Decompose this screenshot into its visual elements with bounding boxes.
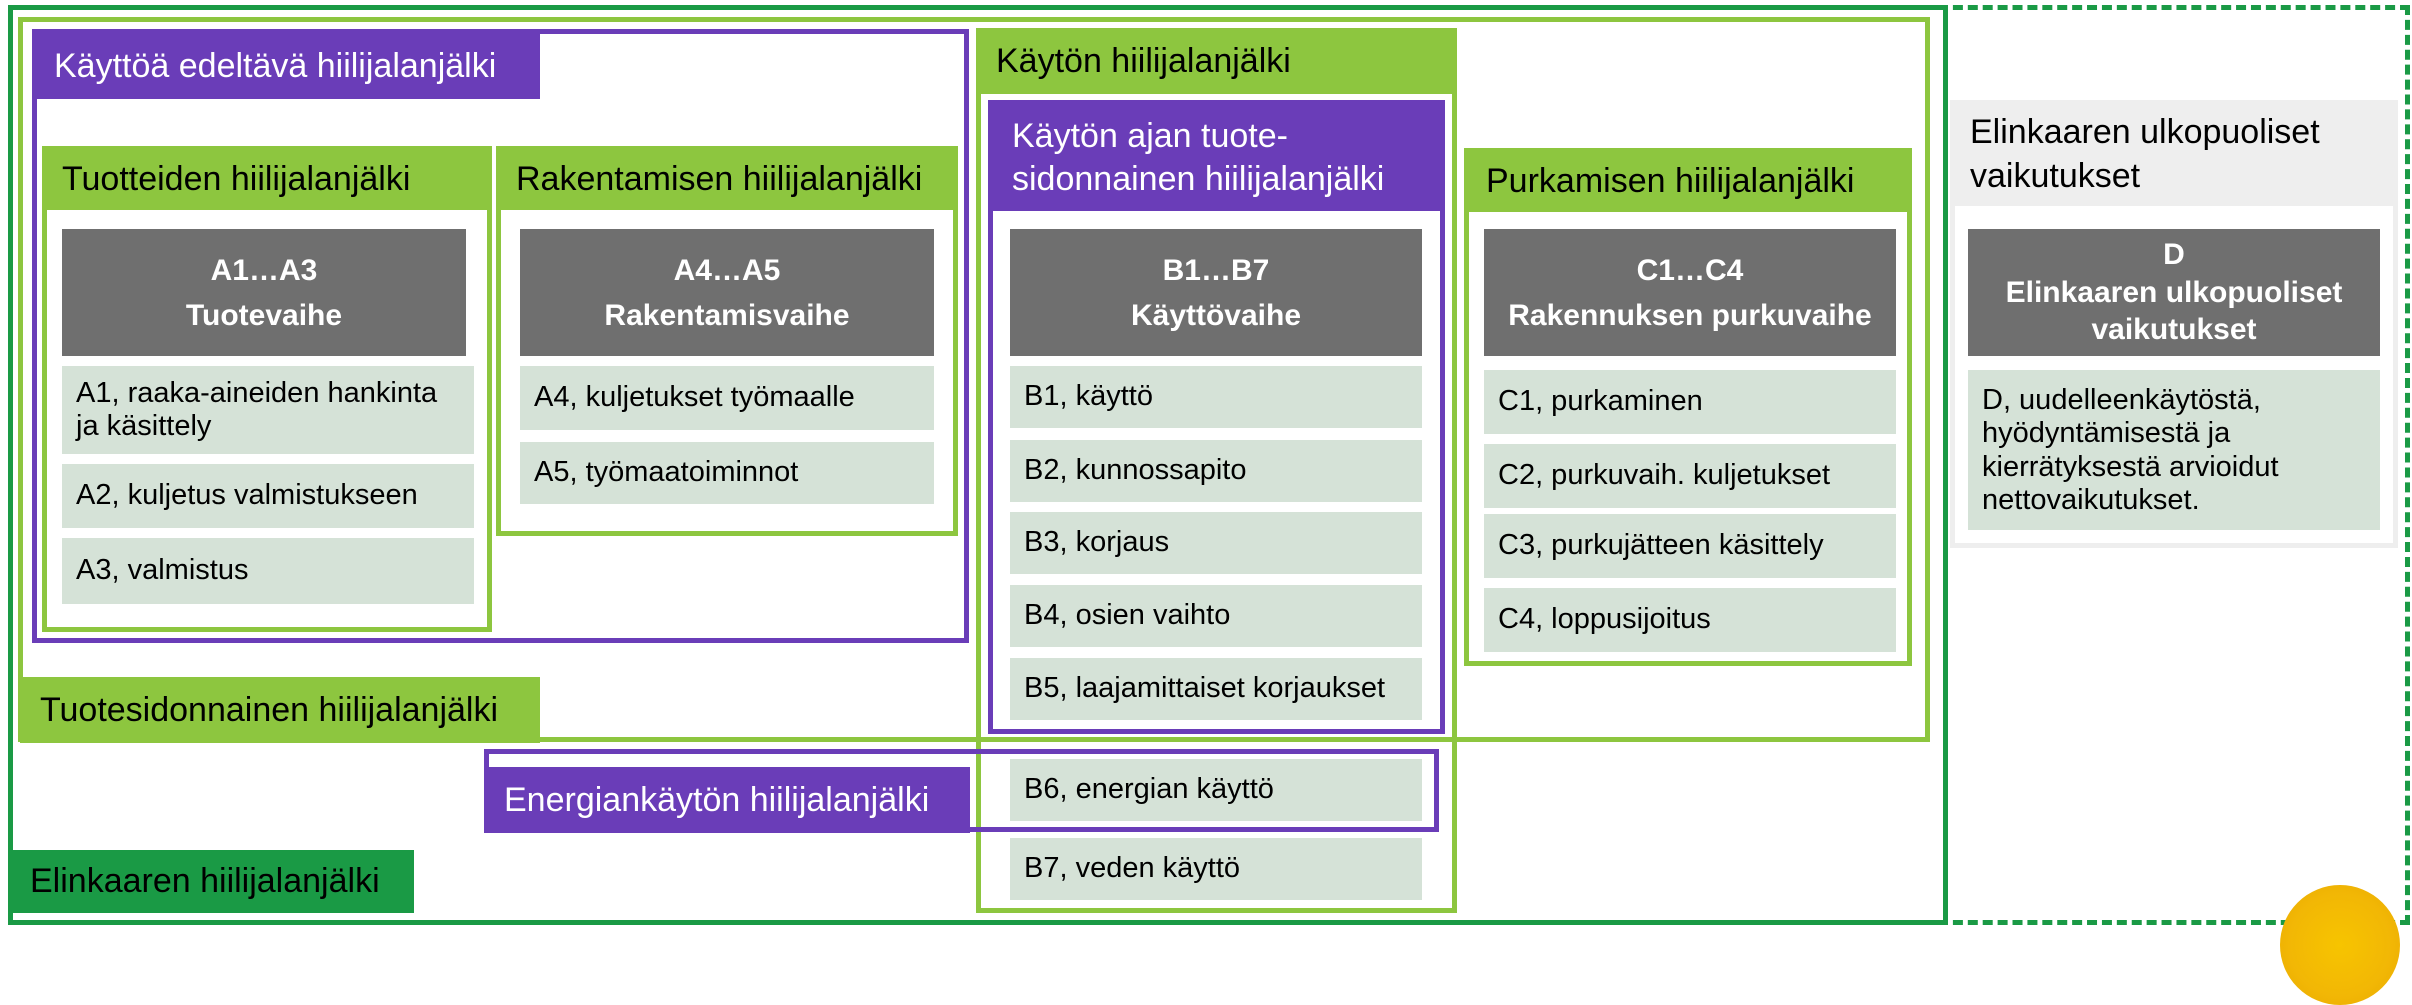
lifecycle-label: Elinkaaren hiilijalanjälki bbox=[10, 850, 414, 913]
item-a2: A2, kuljetus valmistukseen bbox=[62, 464, 474, 528]
stage-header-b1-b7: B1…B7 Käyttövaihe bbox=[1010, 229, 1422, 356]
stage-header-a1-a3: A1…A3 Tuotevaihe bbox=[62, 229, 466, 356]
use-product-frame bbox=[988, 100, 1445, 734]
stage-code: A4…A5 bbox=[673, 253, 781, 287]
product-bound-label: Tuotesidonnainen hiilijalanjälki bbox=[20, 677, 540, 743]
item-a3: A3, valmistus bbox=[62, 538, 474, 604]
item-c4: C4, loppusijoitus bbox=[1484, 588, 1896, 652]
pre-use-label: Käyttöä edeltävä hiilijalanjälki bbox=[34, 33, 540, 99]
construction-label: Rakentamisen hiilijalanjälki bbox=[496, 148, 958, 210]
item-b1: B1, käyttö bbox=[1010, 366, 1422, 428]
item-b2: B2, kunnossapito bbox=[1010, 440, 1422, 502]
use-label: Käytön hiilijalanjälki bbox=[976, 28, 1457, 94]
item-a1: A1, raaka-aineiden hankinta ja käsittely bbox=[62, 366, 474, 454]
item-b6: B6, energian käyttö bbox=[1010, 759, 1422, 821]
stage-name: Käyttövaihe bbox=[1130, 298, 1302, 332]
stage-code: C1…C4 bbox=[1636, 253, 1744, 287]
item-b3: B3, korjaus bbox=[1010, 512, 1422, 574]
beyond-label-text: Elinkaaren ulkopuoliset vaikutukset bbox=[1970, 112, 2320, 195]
item-d: D, uudelleenkäytöstä, hyödyntämisestä ja… bbox=[1968, 370, 2380, 530]
stage-code: A1…A3 bbox=[210, 253, 318, 287]
energy-label: Energiankäytön hiilijalanjälki bbox=[484, 767, 970, 833]
stage-name: Rakentamisvaihe bbox=[604, 298, 850, 332]
use-product-label: Käytön ajan tuote-sidonnainen hiilijalan… bbox=[992, 104, 1442, 211]
stage-name: Elinkaaren ulkopuoliset vaikutukset bbox=[2005, 275, 2343, 347]
stage-name: Rakennuksen purkuvaihe bbox=[1508, 298, 1872, 332]
stage-name: Tuotevaihe bbox=[185, 298, 343, 332]
stage-code: B1…B7 bbox=[1162, 253, 1270, 287]
use-product-label-text: Käytön ajan tuote-sidonnainen hiilijalan… bbox=[1012, 117, 1385, 198]
item-c3: C3, purkujätteen käsittely bbox=[1484, 514, 1896, 578]
beyond-label: Elinkaaren ulkopuoliset vaikutukset bbox=[1950, 102, 2398, 206]
item-a4: A4, kuljetukset työmaalle bbox=[520, 366, 934, 430]
item-b4: B4, osien vaihto bbox=[1010, 585, 1422, 647]
logo-mark-icon bbox=[2280, 885, 2400, 1005]
stage-header-d: D Elinkaaren ulkopuoliset vaikutukset bbox=[1968, 229, 2380, 356]
stage-code: D bbox=[2163, 238, 2185, 272]
item-b7: B7, veden käyttö bbox=[1010, 838, 1422, 900]
stage-header-a4-a5: A4…A5 Rakentamisvaihe bbox=[520, 229, 934, 356]
item-c1: C1, purkaminen bbox=[1484, 370, 1896, 434]
stage-header-c1-c4: C1…C4 Rakennuksen purkuvaihe bbox=[1484, 229, 1896, 356]
item-b5: B5, laajamittaiset korjaukset bbox=[1010, 658, 1422, 720]
product-bound-frame bbox=[18, 17, 1930, 742]
item-c2: C2, purkuvaih. kuljetukset bbox=[1484, 444, 1896, 508]
item-a5: A5, työmaatoiminnot bbox=[520, 442, 934, 504]
demolition-label: Purkamisen hiilijalanjälki bbox=[1466, 150, 1912, 212]
products-label: Tuotteiden hiilijalanjälki bbox=[42, 148, 487, 210]
pre-use-frame bbox=[32, 29, 969, 643]
